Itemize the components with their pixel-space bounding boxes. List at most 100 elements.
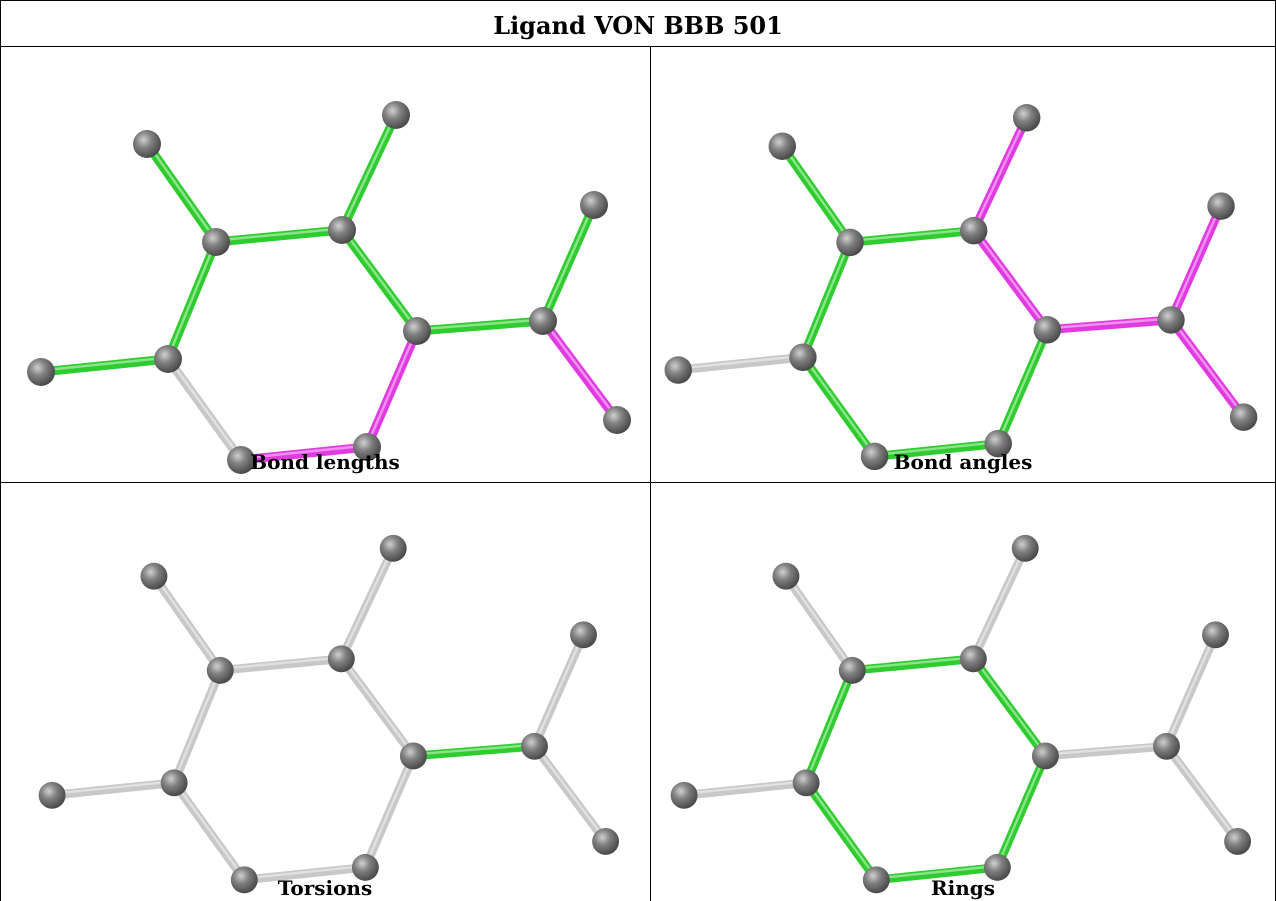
bond-a2-a3-ok <box>163 237 221 364</box>
atom-a8 <box>327 645 355 673</box>
atom-a6 <box>983 853 1011 881</box>
caption-bond-lengths: Bond lengths <box>250 450 400 474</box>
atom-a11 <box>570 621 597 649</box>
atom-a2 <box>206 656 234 684</box>
atom-a6 <box>984 429 1012 458</box>
panel-rings <box>670 534 1252 894</box>
atom-a1 <box>133 130 161 158</box>
atom-a10 <box>1157 306 1185 334</box>
panel-bond-angles <box>664 104 1258 471</box>
atom-a9 <box>382 101 410 129</box>
atom-a4 <box>27 358 55 386</box>
atom-a2 <box>838 656 866 684</box>
bond-a8-a9-default <box>337 544 398 664</box>
bond-a3-a4-default <box>679 778 811 800</box>
bond-a7-a10-outlier <box>1042 315 1176 335</box>
bond-a1-a2-default <box>781 571 857 675</box>
bond-a8-a9-default <box>969 544 1030 664</box>
bond-a10-a11-default <box>530 630 588 751</box>
bond-a10-a12-outlier <box>1166 315 1249 422</box>
figure-title: Ligand VON BBB 501 <box>493 11 783 40</box>
bond-a10-a11-ok <box>538 200 599 326</box>
atom-a1 <box>768 132 797 160</box>
atom-a4 <box>38 781 66 809</box>
atom-a11 <box>1207 192 1235 220</box>
bond-a3-a4-ok <box>36 354 173 377</box>
atom-a5 <box>862 866 890 894</box>
border-top <box>0 0 1276 1</box>
panel-bond-lengths <box>27 101 631 474</box>
atom-layer <box>27 101 631 474</box>
atom-a7 <box>1031 742 1059 770</box>
border-center <box>650 46 651 901</box>
bond-a7-a8-ok <box>337 225 422 336</box>
atom-a9 <box>1012 104 1041 132</box>
bond-a2-a8-ok <box>845 226 979 247</box>
panel-torsions <box>38 534 620 894</box>
bond-a7-a10-ok <box>412 316 548 336</box>
bond-a3-a5-default <box>169 778 249 885</box>
bond-a10-a12-default <box>1162 741 1242 846</box>
atom-a12 <box>1224 827 1252 855</box>
bond-a2-a8-ok <box>847 654 978 675</box>
atom-a7 <box>403 317 431 345</box>
atom-a3 <box>160 769 188 797</box>
bond-layer <box>679 544 1242 885</box>
caption-bond-angles: Bond angles <box>893 450 1033 474</box>
bond-a3-a5-ok <box>798 352 879 461</box>
bond-a6-a7-ok <box>993 751 1050 872</box>
atom-a3 <box>789 343 817 371</box>
atom-a8 <box>959 216 988 245</box>
atom-a8 <box>328 216 356 244</box>
bond-a3-a5-default <box>163 354 246 465</box>
bond-a6-a7-ok <box>993 325 1052 449</box>
atom-a1 <box>140 562 168 590</box>
atom-layer <box>670 534 1252 894</box>
atom-layer <box>38 534 620 894</box>
bond-a7-a8-default <box>337 654 418 761</box>
atom-a9 <box>379 534 407 562</box>
bond-a5-a6-ok <box>871 863 1002 885</box>
bond-a2-a3-default <box>169 666 225 788</box>
bond-a3-a4-default <box>673 352 808 375</box>
atom-a5 <box>860 442 889 471</box>
atom-a7 <box>399 742 427 770</box>
bond-a10-a12-outlier <box>538 316 622 425</box>
bond-a7-a10-ok <box>409 741 539 761</box>
atom-a12 <box>1229 403 1258 431</box>
atom-a2 <box>836 228 864 257</box>
bond-a3-a4-default <box>47 778 179 800</box>
atom-a3 <box>792 769 820 797</box>
border-left <box>0 0 1 901</box>
atom-a4 <box>664 356 692 384</box>
atom-a10 <box>521 732 548 760</box>
bond-a1-a2-default <box>149 571 225 675</box>
bond-a2-a3-ok <box>801 666 857 788</box>
atom-a12 <box>592 827 620 855</box>
bond-a10-a12-default <box>530 741 610 846</box>
bond-a10-a11-default <box>1162 630 1220 751</box>
bond-layer <box>47 544 610 885</box>
atom-a6 <box>353 433 381 461</box>
atom-a11 <box>1202 621 1229 649</box>
bond-a2-a8-default <box>215 654 346 675</box>
atom-a3 <box>154 345 182 373</box>
bond-layer <box>36 110 622 465</box>
bond-a1-a2-ok <box>777 141 855 247</box>
caption-rings: Rings <box>930 876 995 900</box>
bond-a7-a8-ok <box>969 654 1050 761</box>
bond-a7-a10-default <box>1041 741 1171 761</box>
bond-a2-a8-ok <box>211 225 347 247</box>
bond-a1-a2-ok <box>142 139 221 247</box>
bond-a8-a9-ok <box>337 110 401 235</box>
atom-a5 <box>230 866 258 894</box>
atom-a7 <box>1033 316 1062 344</box>
bond-layer <box>673 113 1249 461</box>
bond-a6-a7-default <box>361 751 418 872</box>
atom-a12 <box>603 406 631 434</box>
atom-a1 <box>772 562 800 590</box>
bond-a3-a5-ok <box>801 778 881 885</box>
atom-a2 <box>202 228 230 256</box>
atom-a11 <box>580 191 608 219</box>
